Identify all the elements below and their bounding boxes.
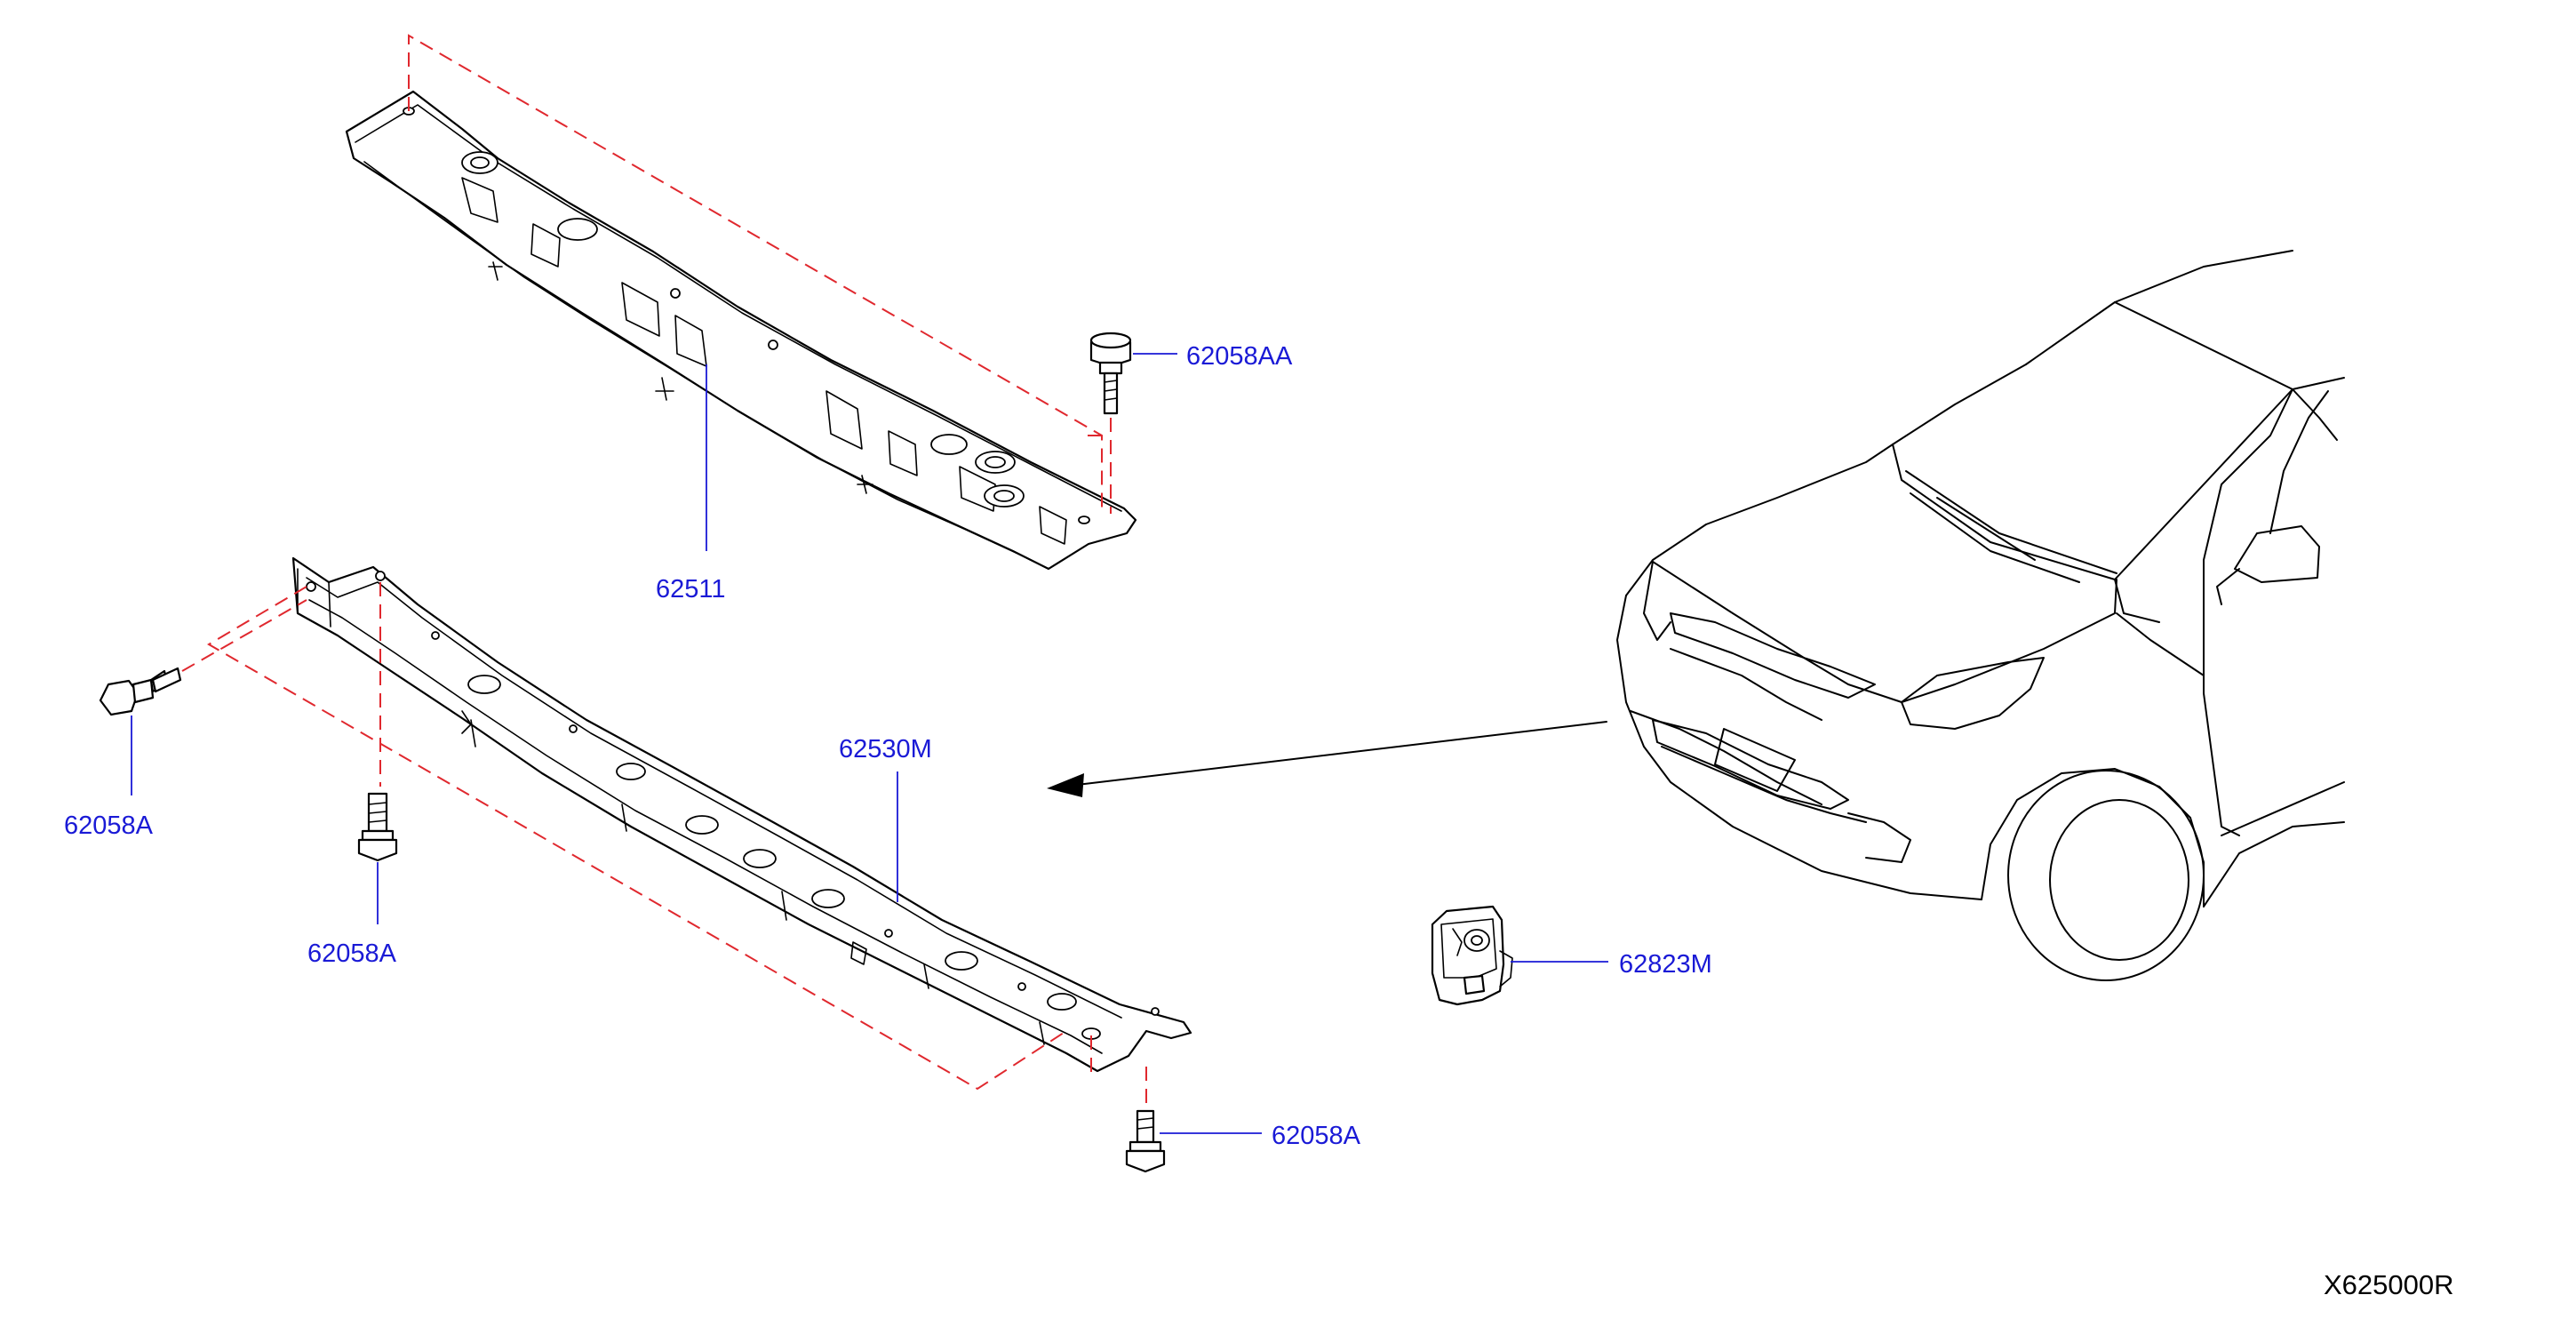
upper-support-member-62511 xyxy=(345,90,1137,571)
part-number-62058A-mid: 62058A xyxy=(307,939,397,968)
bolt-62058A-left-icon xyxy=(99,667,182,716)
part-number-62058AA: 62058AA xyxy=(1186,342,1293,371)
lower-support-member-62530M xyxy=(291,556,1192,1073)
callout-arrow xyxy=(1047,721,1607,797)
bolt-62058AA-icon xyxy=(1089,332,1132,415)
part-number-62530M: 62530M xyxy=(839,735,932,763)
diagram-code: X625000R xyxy=(2324,1269,2454,1300)
vehicle-front-view xyxy=(1616,250,2345,981)
bolt-62058A-mid-icon xyxy=(357,792,398,862)
part-number-62058A-left: 62058A xyxy=(64,811,154,840)
assembly-guide-lines xyxy=(181,34,1147,1107)
part-number-62823M: 62823M xyxy=(1619,950,1712,979)
part-number-62511: 62511 xyxy=(656,575,726,604)
leader-lines xyxy=(131,353,1608,1134)
part-number-62058A-bottom: 62058A xyxy=(1272,1122,1361,1150)
bolt-62058A-bottom-icon xyxy=(1125,1109,1166,1173)
clip-62823M-icon xyxy=(1431,905,1513,1006)
